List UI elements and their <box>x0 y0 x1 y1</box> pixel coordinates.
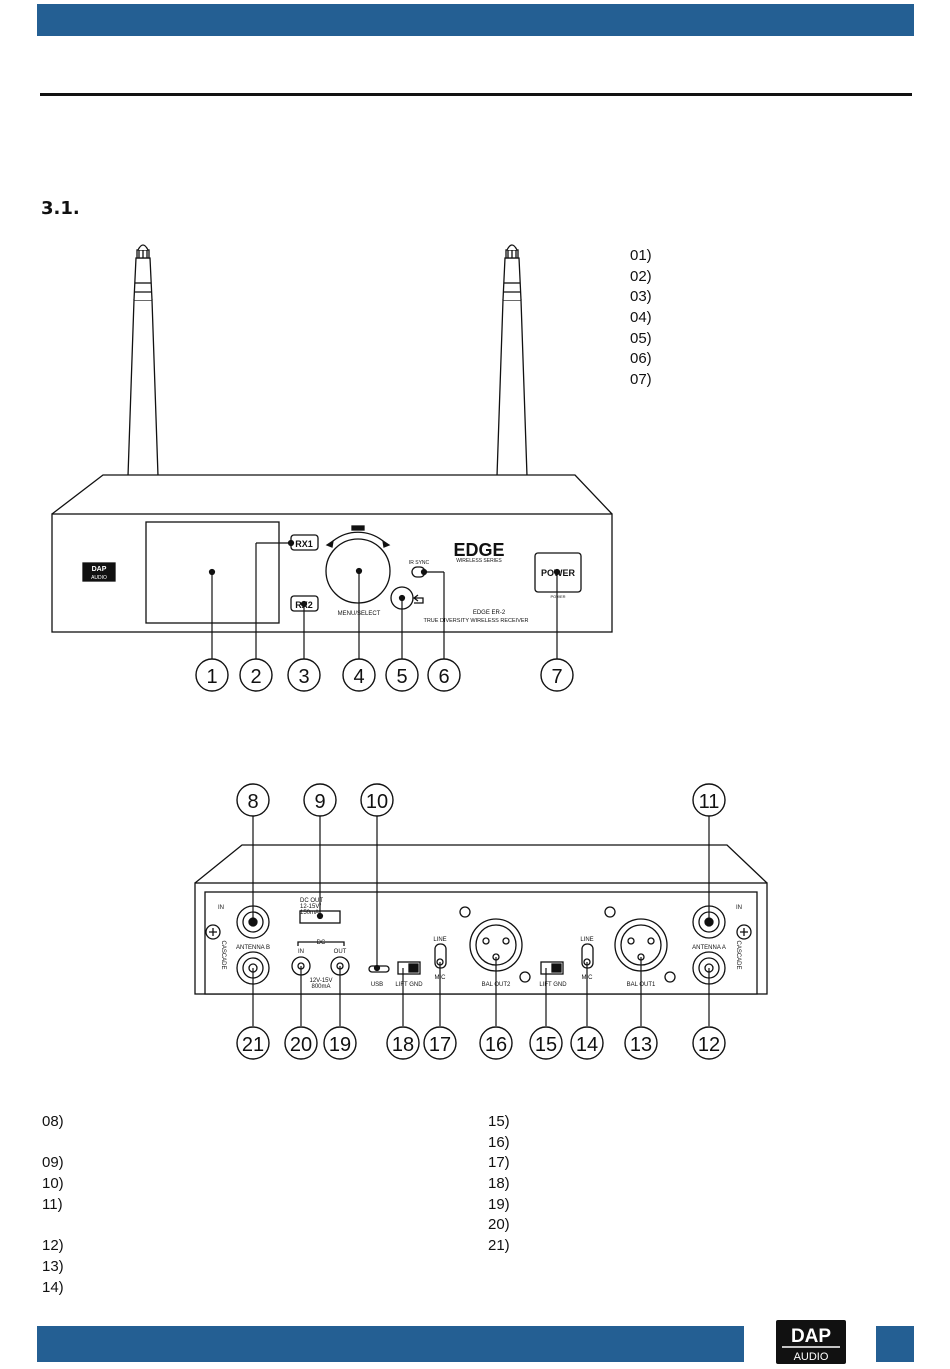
callout-2: 2 <box>250 666 261 688</box>
list-item: 11) <box>42 1195 63 1213</box>
dc-out-spec1: 12-15V/ <box>300 904 321 910</box>
list-item: 17) <box>488 1154 510 1172</box>
line-label-2: LINE <box>580 937 593 943</box>
callout-7: 7 <box>551 666 562 688</box>
callout-12: 12 <box>698 1034 720 1056</box>
list-item: 13) <box>42 1257 64 1275</box>
front-leaders <box>208 539 561 659</box>
front-parts-list: 01) 02) 03) 04) 05) 06) 07) <box>630 246 652 391</box>
dc-out-jack-label: OUT <box>334 949 347 955</box>
callout-5: 5 <box>396 666 407 688</box>
list-item <box>42 1133 64 1154</box>
line-label-1: LINE <box>433 937 446 943</box>
front-logo-bottom: AUDIO <box>91 575 107 581</box>
antenna-left <box>127 244 159 477</box>
callout-13: 13 <box>630 1034 652 1056</box>
brand-title: EDGE <box>453 540 504 560</box>
list-item: 02) <box>630 267 652 285</box>
callout-16: 16 <box>485 1034 507 1056</box>
power-button-label: POWER <box>541 568 576 578</box>
callout-18: 18 <box>392 1034 414 1056</box>
list-item: 08) <box>42 1113 64 1130</box>
antenna-a-label: ANTENNA A <box>692 945 726 951</box>
list-item: 05) <box>630 329 652 347</box>
in-right-label: IN <box>736 905 742 911</box>
front-panel-figure: 1 2 3 4 5 6 7 RX1 RX2 MENU/SELECT IR SYN… <box>51 244 613 692</box>
list-item <box>42 1215 64 1236</box>
dc-spec1: 12V-15V <box>309 978 332 984</box>
dc-label: DC <box>317 940 326 946</box>
dc-in-label: IN <box>298 949 304 955</box>
callout-14: 14 <box>576 1034 598 1056</box>
bal-out2-label: BAL OUT2 <box>482 982 511 988</box>
antenna-b-label: ANTENNA B <box>236 945 270 951</box>
list-item: 18) <box>488 1175 510 1193</box>
list-item: 16) <box>488 1133 510 1151</box>
list-item: 12) <box>42 1237 64 1255</box>
list-item: 14) <box>42 1278 64 1296</box>
lift-gnd-label-2: LIFT GND <box>539 982 567 988</box>
rx1-label: RX1 <box>295 539 313 549</box>
callout-15: 15 <box>535 1034 557 1056</box>
callout-11: 11 <box>699 791 720 813</box>
callout-20: 20 <box>290 1034 312 1056</box>
mic-label-1: MIC <box>435 975 447 981</box>
list-item: 03) <box>630 288 652 306</box>
rear-parts-list-left: 08) 09) 10) 11) 12) 13) 14) <box>42 1112 64 1298</box>
footer-bar-end <box>876 1326 914 1362</box>
dc-out-spec2: 150mA <box>300 910 319 916</box>
list-item: 19) <box>488 1195 510 1213</box>
callout-6: 6 <box>438 666 449 688</box>
power-caption: POWER <box>550 594 565 599</box>
brand-subtitle: WIRELESS SERIES <box>456 558 502 564</box>
lift-gnd-label-1: LIFT GND <box>395 982 423 988</box>
callout-9: 9 <box>314 791 325 813</box>
rear-panel-figure: 8 9 10 11 21 20 19 18 17 16 15 14 13 12 … <box>194 783 768 1060</box>
bal-out1-label: BAL OUT1 <box>627 982 656 988</box>
dc-spec2: 800mA <box>311 984 330 990</box>
callout-19: 19 <box>329 1034 351 1056</box>
list-item: 15) <box>488 1113 510 1130</box>
cascade-left-label: CASCADE <box>220 940 226 969</box>
rx2-label: RX2 <box>295 600 313 610</box>
list-item: 20) <box>488 1216 510 1234</box>
section-number: 3.1. <box>41 198 80 219</box>
rear-parts-list-right: 15) 16) 17) 18) 19) 20) 21) <box>488 1112 510 1257</box>
list-item: 01) <box>630 247 652 264</box>
callout-8: 8 <box>247 791 258 813</box>
callout-17: 17 <box>429 1034 451 1056</box>
list-item: 21) <box>488 1237 510 1255</box>
menu-select-label: MENU/SELECT <box>338 611 381 617</box>
callout-1: 1 <box>206 666 217 688</box>
list-item: 06) <box>630 350 652 368</box>
usb-label: USB <box>371 982 383 988</box>
callout-4: 4 <box>353 666 364 688</box>
callout-3: 3 <box>298 666 309 688</box>
footer-logo-bottom: AUDIO <box>794 1351 829 1363</box>
front-logo-top: DAP <box>92 566 107 573</box>
cascade-right-label: CASCADE <box>735 940 741 969</box>
mic-label-2: MIC <box>582 975 594 981</box>
header-rule <box>40 93 912 96</box>
callout-21: 21 <box>242 1034 264 1056</box>
ir-sync-label: IR SYNC <box>409 560 430 566</box>
in-left-label: IN <box>218 905 224 911</box>
dc-out-label: DC OUT <box>300 898 323 904</box>
list-item: 09) <box>42 1154 64 1172</box>
list-item: 04) <box>630 309 652 327</box>
footer-logo-top: DAP <box>791 1326 831 1347</box>
dap-audio-logo: DAP AUDIO <box>776 1320 846 1364</box>
model-label: EDGE ER-2 <box>473 610 506 616</box>
list-item: 07) <box>630 371 652 389</box>
header-bar <box>37 4 914 36</box>
callout-10: 10 <box>366 791 388 813</box>
rear-leaders <box>249 816 713 1026</box>
footer-bar <box>37 1326 744 1362</box>
antenna-right <box>496 244 528 477</box>
model-desc: TRUE DIVERSITY WIRELESS RECEIVER <box>423 618 528 624</box>
list-item: 10) <box>42 1175 64 1193</box>
